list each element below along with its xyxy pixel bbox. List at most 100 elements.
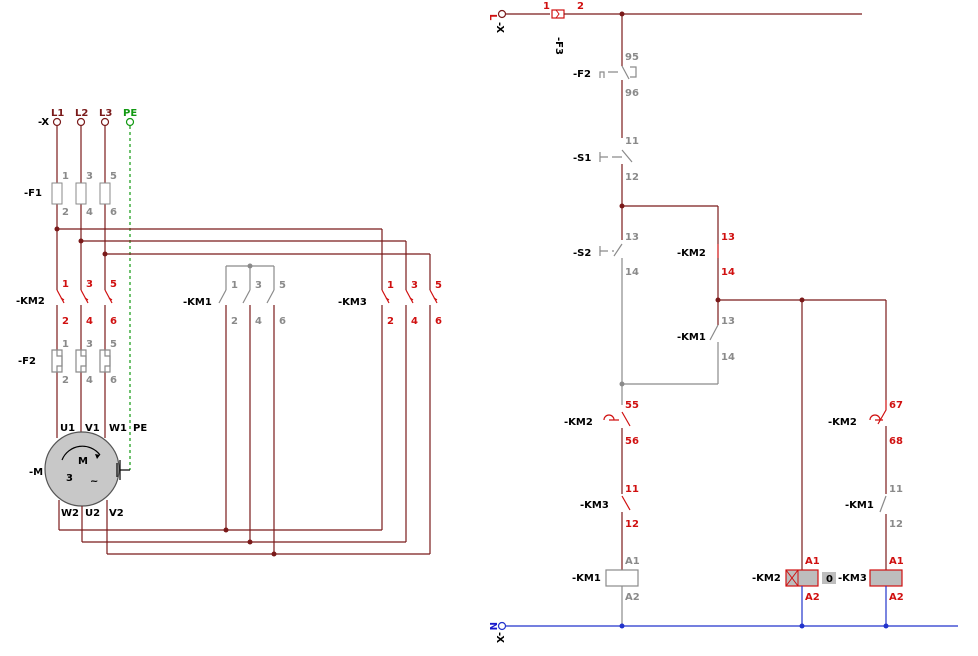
fuse-f1-pin: 1 xyxy=(62,171,69,182)
overload-pin: 6 xyxy=(110,375,117,386)
km1-main-pin: 4 xyxy=(255,316,262,327)
contactor-km1-hold[interactable]: -KM1 13 14 xyxy=(677,316,735,384)
km2-nc-pin: 68 xyxy=(889,436,903,447)
km1-main-pin: 6 xyxy=(279,316,286,327)
fuse-f3-pin: 2 xyxy=(577,1,584,12)
km3-interlock-name: -KM3 xyxy=(580,500,609,511)
km1-hold-name: -KM1 xyxy=(677,332,706,343)
fuse-f1-pin: 6 xyxy=(110,207,117,218)
motor-phases: 3 xyxy=(66,473,73,484)
km2-main-name: -KM2 xyxy=(16,296,45,307)
km3-interlock-pin: 11 xyxy=(625,484,639,495)
coil-km3-pin: A2 xyxy=(889,592,904,603)
coil-km2-pin: A2 xyxy=(805,592,820,603)
fuse-f3[interactable] xyxy=(551,9,565,19)
stop-s1-pin: 12 xyxy=(625,172,639,183)
overload-pin: 1 xyxy=(62,339,69,350)
km1-main-pin: 2 xyxy=(231,316,238,327)
overload-relay-f2[interactable]: -F2 1 3 5 2 4 6 xyxy=(18,339,117,386)
fuse-f1-pin: 5 xyxy=(110,171,117,182)
timer-readout xyxy=(822,572,836,584)
fuse-f1[interactable]: -F1 1 3 5 2 4 6 xyxy=(24,171,117,218)
contactor-km1-main[interactable]: -KM1 1 3 5 2 4 6 xyxy=(183,263,286,555)
coil-km3-pin: A1 xyxy=(889,556,904,567)
fuse-f3-pin: 1 xyxy=(543,1,550,12)
km3-main-pin: 4 xyxy=(411,316,418,327)
overload-contact-pin: 96 xyxy=(625,88,639,99)
start-button-s2[interactable]: -S2 13 14 xyxy=(573,232,639,384)
fuse-f1-pin: 2 xyxy=(62,207,69,218)
km1-interlock-pin: 12 xyxy=(889,519,903,530)
motor-body xyxy=(44,431,120,507)
contactor-km2-main[interactable]: -KM2 1 3 5 2 4 6 xyxy=(16,279,117,327)
coil-km1-name: -KM1 xyxy=(572,573,601,584)
km1-hold-pin: 13 xyxy=(721,316,735,327)
km3-interlock-pin: 12 xyxy=(625,519,639,530)
supply-l-x: -X xyxy=(494,22,505,33)
overload-f2-contact[interactable]: -F2 95 96 xyxy=(573,52,639,138)
power-circuit: -X L1 L2 L3 PE xyxy=(16,108,442,557)
overload-pin: 3 xyxy=(86,339,93,350)
supply-terminal-block: -X L1 L2 L3 PE xyxy=(38,108,137,128)
km2-main-pin: 5 xyxy=(110,279,117,290)
km2-main-pin: 2 xyxy=(62,316,69,327)
km1-hold-pin: 14 xyxy=(721,352,735,363)
terminal-l1[interactable] xyxy=(52,117,62,127)
km2-hold-pin: 13 xyxy=(721,232,735,243)
motor-ac-symbol: ~ xyxy=(90,476,98,487)
km1-main-name: -KM1 xyxy=(183,297,212,308)
stop-s1-name: -S1 xyxy=(573,153,591,164)
fuse-f1-l1[interactable] xyxy=(51,182,63,205)
start-s2-pin: 14 xyxy=(625,267,639,278)
fuse-f1-pin: 4 xyxy=(86,207,93,218)
fuse-f1-l3[interactable] xyxy=(99,182,111,205)
control-supply-l: L -X 1 2 -F3 xyxy=(487,1,862,55)
motor-terminal-label: W2 xyxy=(61,508,79,519)
coil-km2[interactable]: -KM2 A1 A2 0 xyxy=(752,556,836,626)
contactor-km2-nc[interactable]: -KM2 67 68 xyxy=(828,400,903,494)
contactor-km2-timed[interactable]: -KM2 55 56 xyxy=(564,400,639,494)
contactor-km2-hold[interactable]: -KM2 13 14 xyxy=(677,232,735,300)
coil-km2-pin: A1 xyxy=(805,556,820,567)
motor-name: -M xyxy=(29,467,43,478)
phase-l2-label: L2 xyxy=(75,108,88,119)
km3-main-pin: 6 xyxy=(435,316,442,327)
supply-n-label: N xyxy=(487,622,498,630)
overload-contact-pin: 95 xyxy=(625,52,639,63)
km2-nc-name: -KM2 xyxy=(828,417,857,428)
stop-s1-pin: 11 xyxy=(625,136,639,147)
km2-hold-name: -KM2 xyxy=(677,248,706,259)
motor-terminal-label: V2 xyxy=(109,508,124,519)
control-circuit: L -X 1 2 -F3 -F2 95 96 -S1 11 12 xyxy=(487,1,958,643)
terminal-l2[interactable] xyxy=(76,117,86,127)
terminal-n[interactable] xyxy=(497,621,507,631)
km3-main-pin: 2 xyxy=(387,316,394,327)
start-s2-pin: 13 xyxy=(625,232,639,243)
km2-main-pin: 6 xyxy=(110,316,117,327)
overload-pin: 2 xyxy=(62,375,69,386)
coil-km1[interactable]: -KM1 A1 A2 xyxy=(572,556,640,626)
terminal-l[interactable] xyxy=(497,9,507,19)
terminal-pe[interactable] xyxy=(125,117,135,127)
overload-f2-name: -F2 xyxy=(18,356,36,367)
terminal-l3[interactable] xyxy=(100,117,110,127)
start-s2-name: -S2 xyxy=(573,248,591,259)
fuse-f1-l2[interactable] xyxy=(75,182,87,205)
coil-km1-pin: A1 xyxy=(625,556,640,567)
contactor-km3-main[interactable]: -KM3 1 3 5 2 4 6 xyxy=(338,280,442,554)
phase-l3-label: L3 xyxy=(99,108,112,119)
timer-value: 0 xyxy=(826,574,833,585)
motor-terminal-label: W1 xyxy=(109,423,127,434)
coil-km3[interactable]: -KM3 A1 A2 xyxy=(838,556,904,626)
coil-km2-name: -KM2 xyxy=(752,573,781,584)
km2-hold-pin: 14 xyxy=(721,267,735,278)
contactor-km1-interlock[interactable]: -KM1 11 12 xyxy=(845,484,903,570)
motor-m[interactable]: -M U1 V1 W1 PE M 3 ~ W2 U2 V2 xyxy=(29,423,147,519)
contactor-km3-interlock[interactable]: -KM3 11 12 xyxy=(580,484,639,570)
km1-interlock-pin: 11 xyxy=(889,484,903,495)
km3-main-pin: 1 xyxy=(387,280,394,291)
terminal-name: -X xyxy=(38,117,49,128)
stop-button-s1[interactable]: -S1 11 12 xyxy=(573,136,639,240)
coil-km1-pin: A2 xyxy=(625,592,640,603)
